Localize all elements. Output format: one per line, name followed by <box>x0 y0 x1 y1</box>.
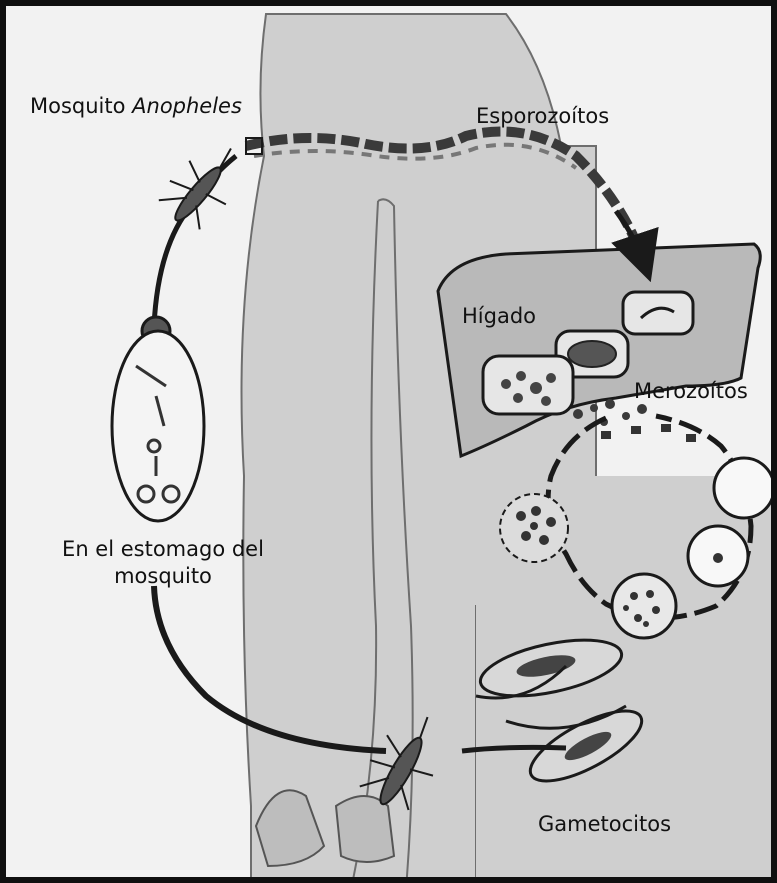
stomach-label-line2: mosquito <box>52 563 274 590</box>
merozoites-label: Merozoítos <box>634 379 748 403</box>
mosquito-icon <box>153 132 255 238</box>
liver-cell-icon <box>623 292 693 334</box>
sporozoites-label: Esporozoítos <box>476 104 609 128</box>
schizont-cell-icon <box>612 574 676 638</box>
red-blood-cell-icon <box>714 458 774 518</box>
stomach-label-line1: En el estomago del <box>52 536 274 563</box>
mosquito-cycle-path <box>154 156 236 326</box>
mosquito-label: Mosquito Anopheles <box>30 94 242 118</box>
liver-label: Hígado <box>462 304 536 328</box>
gametocytes-label: Gametocitos <box>538 812 671 836</box>
diagram-canvas <box>6 6 777 883</box>
liver-schizont-icon <box>483 356 573 414</box>
mosquito-label-prefix: Mosquito <box>30 94 132 118</box>
mosquito-species-label: Anopheles <box>132 94 242 118</box>
stomach-label: En el estomago del mosquito <box>52 536 274 591</box>
stomach-oval <box>112 331 204 521</box>
